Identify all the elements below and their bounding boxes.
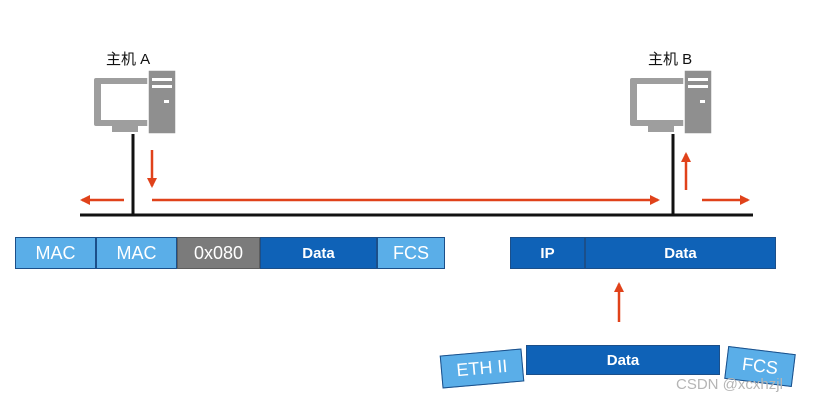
ethernet-frame: MAC MAC 0x080 Data FCS — [15, 237, 445, 269]
computer-b-icon — [630, 69, 713, 135]
frame-field-data: Data — [260, 237, 377, 269]
eth2-data-field: Data — [526, 345, 720, 375]
frame-field-dst-mac: MAC — [15, 237, 96, 269]
watermark-text: CSDN @xcxhzjl — [676, 376, 783, 393]
computer-a-icon — [94, 69, 177, 135]
host-a-label: 主机 A — [106, 51, 151, 68]
frame-field-src-mac: MAC — [96, 237, 177, 269]
ip-field-data: Data — [585, 237, 776, 269]
frame-field-type: 0x080 — [177, 237, 260, 269]
host-b-label: 主机 B — [648, 51, 693, 68]
ip-field-header: IP — [510, 237, 585, 269]
frame-field-fcs: FCS — [377, 237, 445, 269]
ip-packet: IP Data — [510, 237, 776, 269]
